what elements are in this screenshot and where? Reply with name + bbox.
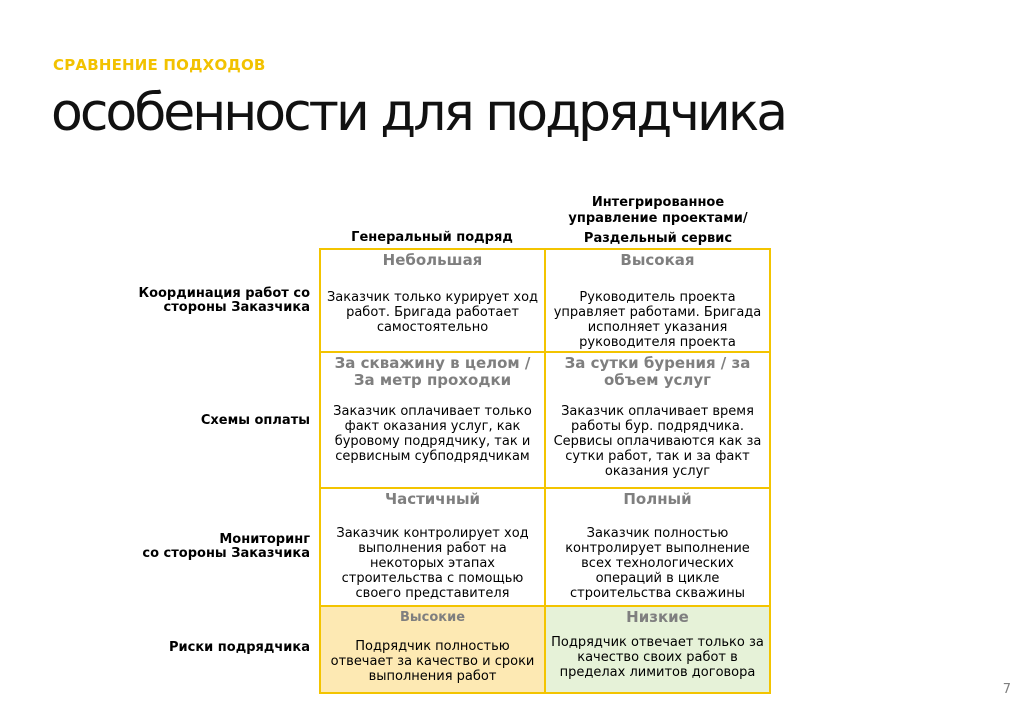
rating-coordination-general: Небольшая [382,251,483,269]
rating-monitoring-integrated: Полный [623,490,692,508]
row-label-line2: со стороны Заказчика [142,546,310,561]
description-risks-integrated: Подрядчик отвечает только за качество св… [551,635,764,680]
description-coordination-integrated: Руководитель проекта управляет работами.… [553,290,762,350]
description-payment-general: Заказчик оплачивает только факт оказания… [333,404,532,464]
cell-monitoring-general: Частичный Заказчик контролирует ход выпо… [319,487,546,607]
column-header-general-contract: Генеральный подряд [322,230,542,246]
rating-coordination-integrated: Высокая [620,251,695,269]
column-header-line3: Раздельный сервис [583,231,733,246]
cell-monitoring-integrated: Полный Заказчик полностью контролирует в… [544,487,771,607]
description-monitoring-integrated: Заказчик полностью контролирует выполнен… [565,526,750,601]
cell-coordination-general: Небольшая Заказчик только курирует ход р… [319,248,546,353]
cell-risks-integrated: Низкие Подрядчик отвечает только за каче… [544,605,771,694]
rating-payment-general: За скважину в целом / За метр проходки [334,354,531,389]
description-monitoring-general: Заказчик контролирует ход выполнения раб… [336,526,529,601]
column-header-line2: управление проектами/ [568,211,748,226]
rating-payment-integrated: За сутки бурения / за объем услуг [564,354,751,389]
page-title: особенности для подрядчика [51,83,788,143]
rating-risks-general: Высокие [399,610,466,625]
row-label-line1: Координация работ со [138,286,310,301]
row-label-risks: Риски подрядчика [0,641,310,655]
description-payment-integrated: Заказчик оплачивает время работы бур. по… [553,404,762,479]
page-number: 7 [1002,682,1011,697]
row-label-line2: стороны Заказчика [163,300,310,315]
cell-payment-general: За скважину в целом / За метр проходки З… [319,351,546,489]
cell-payment-integrated: За сутки бурения / за объем услуг Заказч… [544,351,771,489]
rating-risks-integrated: Низкие [626,608,689,626]
row-label-monitoring: Мониторинг со стороны Заказчика [0,533,310,561]
cell-coordination-integrated: Высокая Руководитель проекта управляет р… [544,248,771,353]
column-header-line1: Интегрированное [591,195,725,210]
row-label-payment: Схемы оплаты [0,414,310,428]
description-coordination-general: Заказчик только курирует ход работ. Бриг… [326,290,539,335]
column-header-integrated-management: Интегрированное управление проектами/ Ра… [546,195,770,247]
row-label-line1: Мониторинг [219,532,310,547]
cell-risks-general: Высокие Подрядчик полностью отвечает за … [319,605,546,694]
row-label-line1: Схемы оплаты [200,413,310,428]
row-label-coordination: Координация работ со стороны Заказчика [0,287,310,315]
column-header-general-contract-label: Генеральный подряд [351,230,513,245]
section-kicker: СРАВНЕНИЕ ПОДХОДОВ [53,56,266,74]
row-label-line1: Риски подрядчика [169,640,310,655]
rating-monitoring-general: Частичный [384,490,481,508]
description-risks-general: Подрядчик полностью отвечает за качество… [330,639,535,684]
